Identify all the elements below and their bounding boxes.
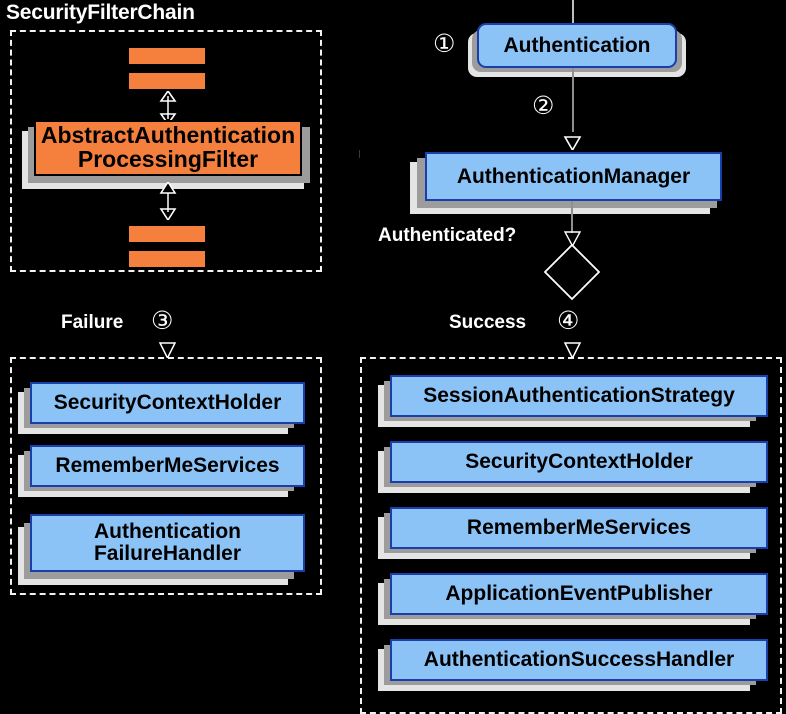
decision-diamond <box>543 243 601 301</box>
node-label: RememberMeServices <box>55 454 280 478</box>
node-abstract-authentication-processing-filter[interactable]: AbstractAuthentication ProcessingFilter <box>34 120 302 176</box>
arrowhead-to-failure-group <box>158 342 177 358</box>
node-label: SecurityContextHolder <box>465 450 693 474</box>
arrowhead-to-decision <box>563 231 582 246</box>
node-label: RememberMeServices <box>466 516 692 540</box>
double-arrow-top <box>159 91 177 124</box>
success-item-0[interactable]: SessionAuthenticationStrategy <box>390 375 768 417</box>
group-failure-handlers <box>10 357 322 595</box>
node-label: Authentication FailureHandler <box>93 520 242 565</box>
node-label: AuthenticationSuccessHandler <box>423 648 735 672</box>
group-success-handlers <box>360 357 782 714</box>
failure-item-0[interactable]: SecurityContextHolder <box>30 382 305 424</box>
node-label: AuthenticationManager <box>456 164 691 188</box>
connector-into-authentication <box>572 0 574 24</box>
node-authentication-manager[interactable]: AuthenticationManager <box>425 152 722 201</box>
step-number-2: ② <box>532 91 555 120</box>
double-arrow-bottom <box>159 182 177 220</box>
node-label: SessionAuthenticationStrategy <box>423 384 735 408</box>
filter-bar-1 <box>127 46 207 66</box>
node-label: ApplicationEventPublisher <box>445 582 713 606</box>
group-title-security-filter-chain: SecurityFilterChain <box>6 1 195 24</box>
success-item-4[interactable]: AuthenticationSuccessHandler <box>390 639 768 681</box>
success-branch-label: Success <box>449 312 527 333</box>
filter-bar-3 <box>127 224 207 244</box>
panel-divider <box>359 150 360 158</box>
node-label: SecurityContextHolder <box>53 391 282 415</box>
step-number-4: ④ <box>557 306 580 335</box>
success-item-3[interactable]: ApplicationEventPublisher <box>390 573 768 615</box>
step-number-3: ③ <box>151 306 174 335</box>
decision-label: Authenticated? <box>378 225 517 246</box>
node-label: AbstractAuthentication ProcessingFilter <box>40 122 296 172</box>
failure-item-2[interactable]: Authentication FailureHandler <box>30 514 305 572</box>
connector-authentication-to-manager <box>572 68 574 132</box>
failure-branch-label: Failure <box>61 312 124 333</box>
failure-item-1[interactable]: RememberMeServices <box>30 445 305 487</box>
filter-bar-4 <box>127 249 207 269</box>
node-label: Authentication <box>503 33 651 57</box>
success-item-1[interactable]: SecurityContextHolder <box>390 441 768 483</box>
connector-manager-to-decision <box>571 201 573 233</box>
success-item-2[interactable]: RememberMeServices <box>390 507 768 549</box>
arrowhead-to-authentication-manager <box>563 136 582 150</box>
arrowhead-to-success-group <box>563 342 582 358</box>
node-authentication[interactable]: Authentication <box>477 23 677 68</box>
group-security-filter-chain <box>10 30 322 272</box>
filter-bar-2 <box>127 71 207 91</box>
step-number-1: ① <box>433 29 456 58</box>
